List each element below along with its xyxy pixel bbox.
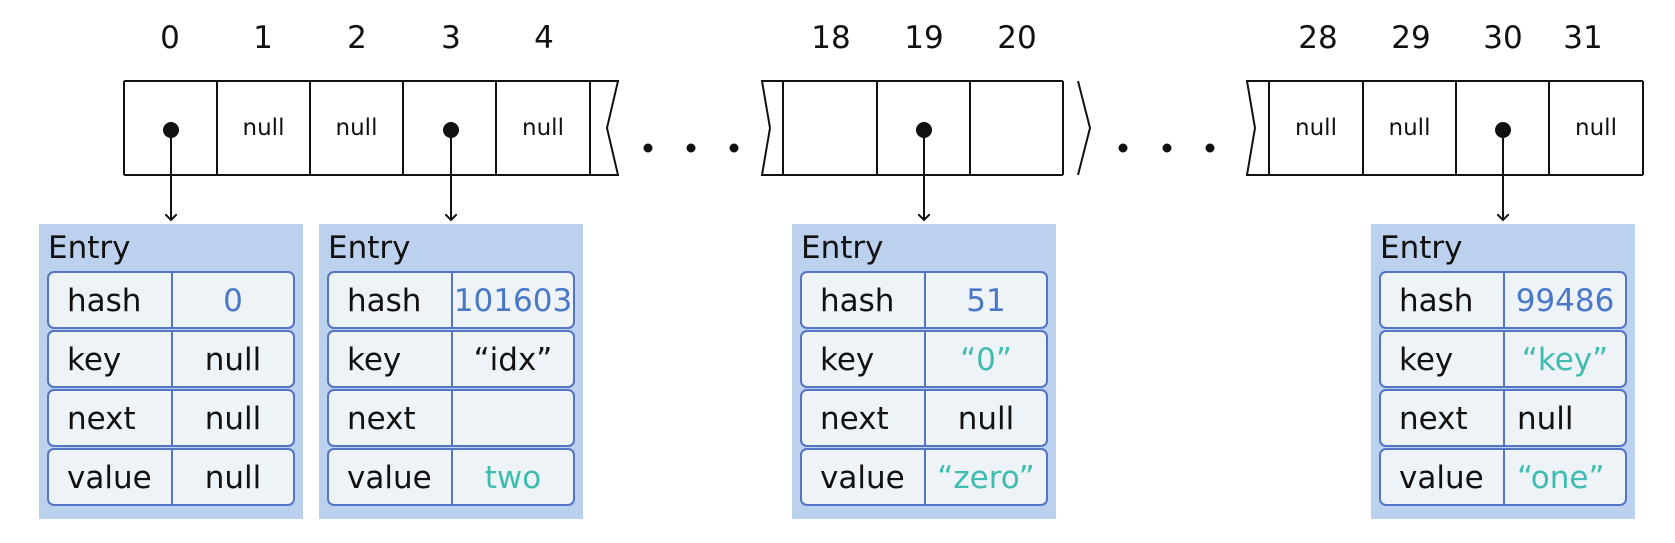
field-value: null — [204, 401, 262, 437]
field-row-hash: hash 0 — [47, 271, 295, 329]
field-value: “idx” — [473, 342, 553, 378]
ellipsis-1 — [643, 143, 739, 153]
field-row-next: next null — [47, 389, 295, 447]
index-label: 2 — [347, 20, 367, 56]
field-key: key — [1399, 342, 1454, 378]
index-label: 30 — [1483, 20, 1523, 56]
break-bracket — [760, 80, 773, 176]
field-value: 0 — [223, 283, 243, 319]
field-key: next — [820, 401, 889, 437]
field-row-key: key null — [47, 330, 295, 388]
field-value: two — [484, 460, 542, 496]
field-key: key — [347, 342, 402, 378]
index-label: 4 — [534, 20, 554, 56]
field-key: value — [67, 460, 152, 496]
index-label: 28 — [1298, 20, 1338, 56]
entry-title: Entry — [328, 230, 411, 266]
pointer-19 — [916, 122, 932, 220]
array-segment-3 — [1245, 80, 1644, 176]
field-key: key — [67, 342, 122, 378]
index-label: 18 — [811, 20, 851, 56]
entry-fields: hash 99486 key “key” next null value “one” — [1379, 271, 1627, 507]
field-row-value: value “one” — [1379, 448, 1627, 506]
entry-box-bucket-30: Entry hash 99486 key “key” next null value “… — [1371, 224, 1635, 519]
field-value: 99486 — [1515, 283, 1615, 319]
ellipsis-2 — [1118, 143, 1215, 153]
field-row-hash: hash 99486 — [1379, 271, 1627, 329]
index-label: 19 — [904, 20, 944, 56]
index-label: 3 — [441, 20, 461, 56]
index-label: 29 — [1391, 20, 1431, 56]
field-key: key — [820, 342, 875, 378]
field-key: next — [347, 401, 416, 437]
field-value: “0” — [960, 342, 1012, 378]
field-row-key: key “key” — [1379, 330, 1627, 388]
field-key: value — [820, 460, 905, 496]
field-key: value — [1399, 460, 1484, 496]
array-cell-null: null — [1388, 115, 1431, 141]
field-key: hash — [347, 283, 422, 319]
field-value: null — [204, 342, 262, 378]
field-value: “zero” — [937, 460, 1035, 496]
entry-box-bucket-3: Entry hash 101603 key “idx” next value two — [319, 224, 583, 519]
break-bracket — [1245, 80, 1260, 176]
field-value: 51 — [966, 283, 1006, 319]
field-row-next: next null — [800, 389, 1048, 447]
field-key: hash — [67, 283, 142, 319]
index-label: 0 — [160, 20, 180, 56]
array-cell-null: null — [1575, 115, 1617, 141]
array-cell-null: null — [522, 115, 564, 141]
array-cell-null: null — [242, 115, 285, 141]
index-label: 1 — [253, 20, 273, 56]
break-bracket — [1077, 80, 1092, 176]
entry-box-bucket-0: Entry hash 0 key null next null value null — [39, 224, 303, 519]
array-cell-null: null — [1295, 115, 1337, 141]
field-row-key: key “0” — [800, 330, 1048, 388]
pointer-30 — [1495, 122, 1511, 220]
index-label: 20 — [997, 20, 1037, 56]
field-row-hash: hash 51 — [800, 271, 1048, 329]
field-row-key: key “idx” — [327, 330, 575, 388]
entry-fields: hash 51 key “0” next null value “zero” — [800, 271, 1048, 507]
field-row-value: value null — [47, 448, 295, 506]
field-row-hash: hash 101603 — [327, 271, 575, 329]
field-row-value: value “zero” — [800, 448, 1048, 506]
field-key: next — [1399, 401, 1468, 437]
pointer-3 — [443, 122, 459, 220]
field-row-next: next null — [1379, 389, 1627, 447]
field-key: hash — [820, 283, 895, 319]
field-value: 101603 — [453, 283, 573, 319]
entry-title: Entry — [801, 230, 884, 266]
field-value: “key” — [1521, 342, 1609, 378]
field-value: null — [957, 401, 1015, 437]
entry-fields: hash 0 key null next null value null — [47, 271, 295, 507]
field-value: “one” — [1517, 460, 1605, 496]
field-value: null — [1517, 401, 1574, 437]
entry-fields: hash 101603 key “idx” next value two — [327, 271, 575, 507]
field-row-value: value two — [327, 448, 575, 506]
field-row-next: next — [327, 389, 575, 447]
field-value: null — [204, 460, 262, 496]
array-segment-1 — [123, 80, 620, 176]
pointer-0 — [163, 122, 179, 220]
array-segment-2 — [760, 80, 1092, 176]
array-cell-null: null — [335, 115, 378, 141]
entry-title: Entry — [48, 230, 131, 266]
field-key: hash — [1399, 283, 1474, 319]
entry-title: Entry — [1380, 230, 1463, 266]
index-label: 31 — [1563, 20, 1603, 56]
field-key: next — [67, 401, 136, 437]
break-bracket — [605, 80, 620, 176]
field-key: value — [347, 460, 432, 496]
entry-box-bucket-19: Entry hash 51 key “0” next null value “zero” — [792, 224, 1056, 519]
